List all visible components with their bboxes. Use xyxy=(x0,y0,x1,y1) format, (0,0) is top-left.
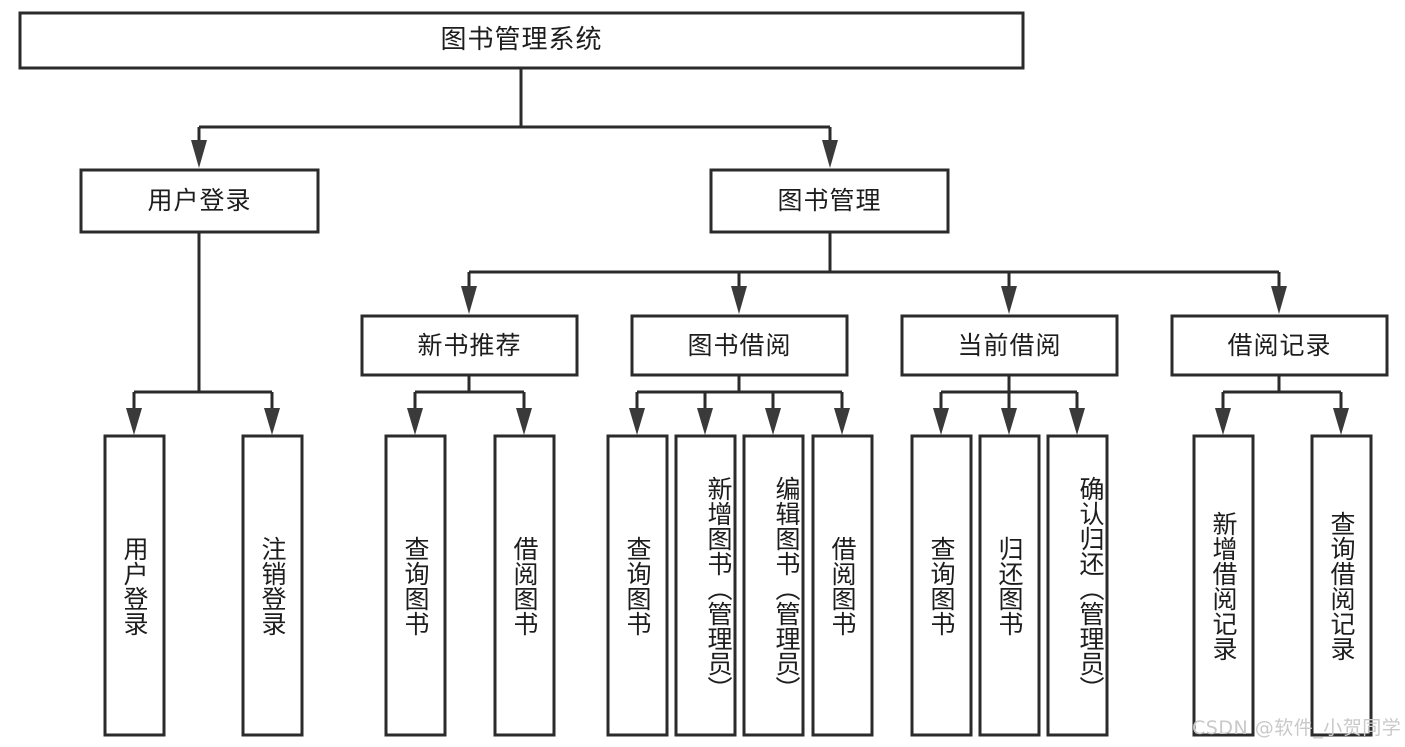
box-leaf-confirm-return[interactable] xyxy=(1046,434,1109,737)
box-leaf-borrow-book-1[interactable] xyxy=(493,434,556,737)
box-book-management[interactable] xyxy=(709,168,950,234)
box-borrow-record[interactable] xyxy=(1170,314,1389,377)
box-user-login[interactable] xyxy=(79,168,320,234)
box-leaf-add-record[interactable] xyxy=(1192,434,1255,737)
box-current-borrow[interactable] xyxy=(900,314,1119,377)
connector-root-to-level2 xyxy=(191,68,838,168)
box-leaf-logout-login[interactable] xyxy=(241,434,304,737)
box-leaf-add-book[interactable] xyxy=(674,434,737,737)
box-leaf-query-book-2[interactable] xyxy=(606,434,669,737)
box-new-book-recommend[interactable] xyxy=(360,314,579,377)
box-leaf-query-book-3[interactable] xyxy=(910,434,973,737)
connector-borrowrecord-to-leaves xyxy=(1215,375,1349,435)
connector-userlogin-to-leaves xyxy=(126,232,280,435)
connector-newbook-to-leaves xyxy=(407,375,532,435)
box-leaf-user-login[interactable] xyxy=(103,434,166,737)
box-leaf-borrow-book-2[interactable] xyxy=(811,434,874,737)
connector-bookborrow-to-leaves xyxy=(629,375,850,435)
box-leaf-query-book-1[interactable] xyxy=(384,434,447,737)
box-leaf-query-record[interactable] xyxy=(1310,434,1373,737)
box-system-title[interactable] xyxy=(18,11,1025,70)
connector-currentborrow-to-leaves xyxy=(933,375,1085,435)
box-book-borrow[interactable] xyxy=(630,314,849,377)
connector-bookmgmt-to-level3 xyxy=(461,232,1287,314)
box-leaf-edit-book[interactable] xyxy=(742,434,805,737)
box-leaf-return-book[interactable] xyxy=(978,434,1041,737)
